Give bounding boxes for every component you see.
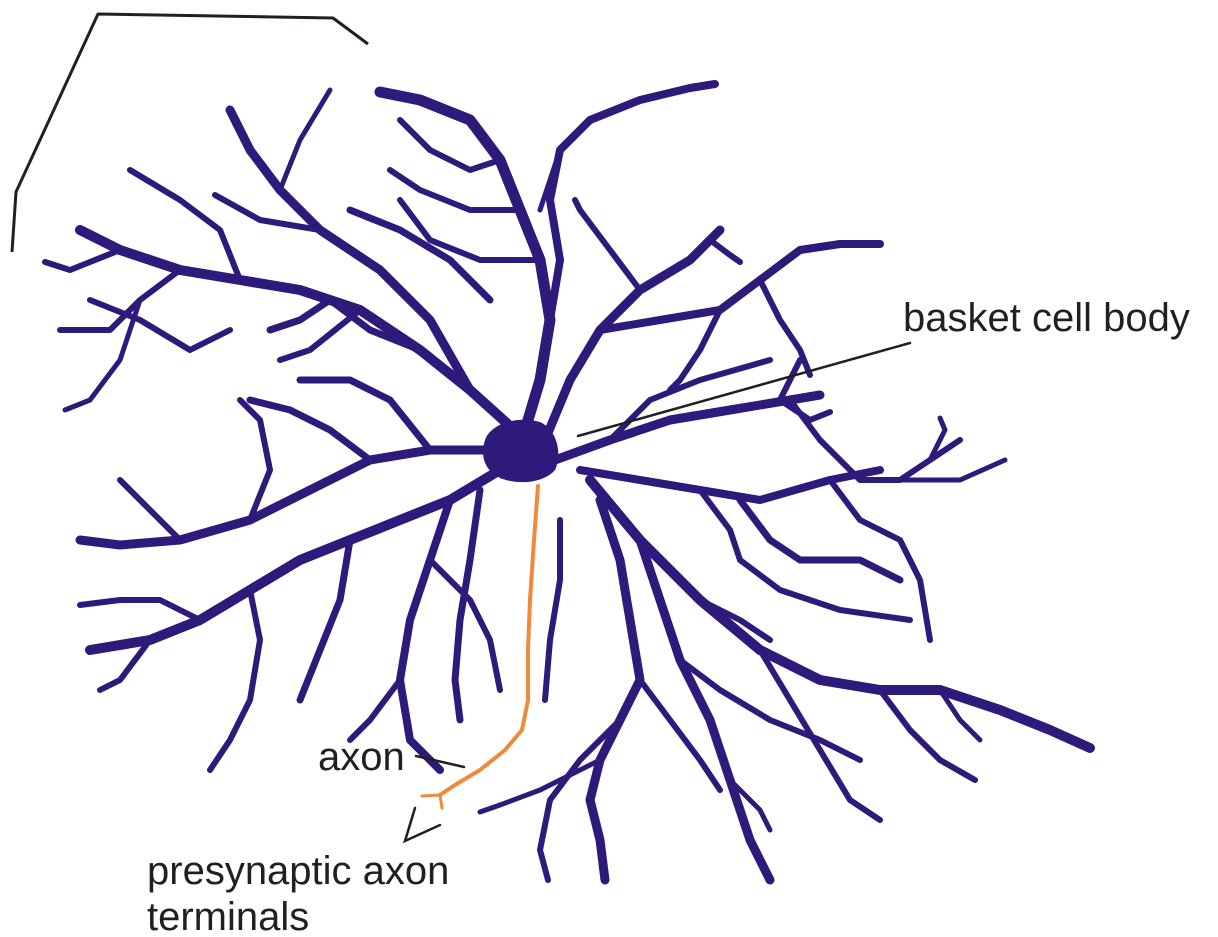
dendrite-lower-1-branch-b [480,760,600,812]
dendrite-lower-left-2-branch [350,680,400,740]
dendrite-upper-right-1 [545,230,720,440]
axon-label: axon [318,735,405,779]
dendrite-right-4 [700,490,910,620]
dendrite-lower-left-1-branch-a [210,590,260,770]
dendrite-lower-left-4 [455,490,480,720]
partial-outline-line [12,14,368,252]
terminals-label-line-2: terminals [147,895,309,937]
dendrite-lower-left-3 [300,540,350,700]
dendritic-tree [45,84,1090,880]
dendrite-upper-left-2-branch-b [280,90,330,190]
cell-body-label: basket cell body [903,296,1190,340]
terminals-label-line-1: presynaptic axon [147,849,449,893]
axon-terminal-branch-b [440,795,442,808]
dendrite-lower-1-branch-c [640,680,720,790]
dendrite-upper-right-1-branch-a [575,200,640,290]
dendrite-left-1-branch-a [240,400,270,520]
dendrite-right-3 [740,500,900,580]
dendrite-upper-left-4 [280,310,360,360]
dendrite-left-1-branch-b [120,480,180,540]
dendrite-lower-left-2 [400,500,450,770]
dendrite-upper-left-1-branch-c [45,250,120,270]
dendrite-left-3 [300,380,430,450]
cell-body [483,420,558,482]
dendrite-lower-right-1-branch-b [880,690,975,780]
dendrite-lower-2 [545,520,560,700]
dendrite-lower-left-1-branch-c [80,600,200,620]
axon-terminal-branch-a [422,795,440,796]
dendrite-upper-left-1-branch-b [60,270,180,330]
dendrite-lower-1 [590,500,640,880]
cell-body-leader-line [578,343,910,436]
terminals-leader-line [405,808,440,841]
